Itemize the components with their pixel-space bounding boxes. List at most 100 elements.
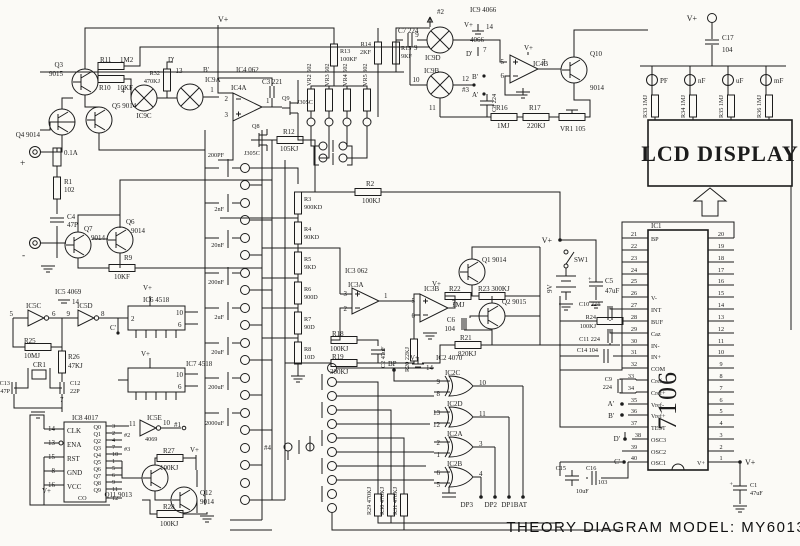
net-b-prime-1: B' [203, 66, 209, 74]
trimmer-vr3 [325, 88, 333, 112]
lcd-arrow-icon [692, 187, 728, 217]
q1-label: Q1 9014 [482, 256, 507, 264]
ic1-caz: Caz [651, 331, 661, 338]
trimmer-vr1 [558, 113, 586, 121]
q8-value: J305C [244, 150, 260, 157]
ic5c-pin6: 6 [52, 310, 56, 318]
ic2-header: IC2 4070 [436, 354, 463, 362]
r17-label: R17 [529, 104, 541, 112]
r12-value: 105KJ [280, 145, 299, 153]
ic1-pin14: 14 [718, 302, 724, 309]
ic8-q9: Q9 [93, 487, 101, 494]
net-c-prime-1: C' [110, 324, 116, 332]
r10-label: R10 [99, 84, 111, 92]
ic2d-label: IC2D [447, 400, 463, 408]
jack-pf: PF R33 1MJ [642, 66, 668, 120]
power-section: V+ SW1 9V C5 47uF + [542, 236, 620, 311]
c8-label: C8 224 [491, 94, 498, 112]
ic2a-in2: 2 [437, 439, 441, 447]
ic7-pin6: 6 [178, 383, 182, 391]
c6-label: C6 [447, 316, 456, 324]
lcd-title: LCD DISPLAY [641, 141, 799, 166]
capacitor-ic2-bypass [441, 492, 457, 498]
r7-value: 90D [304, 324, 315, 331]
opamp-ic3b [419, 293, 450, 323]
pin-4: 4 [121, 87, 125, 95]
ic1-pin12: 12 [718, 326, 724, 333]
ic1-pin6: 6 [719, 397, 722, 404]
ic5e-pin10: 10 [163, 419, 171, 427]
ic1-pin27: 27 [631, 302, 637, 309]
calibration-block: R13 100KF R14 2KF R15 9KF VR2 502 VR3 50… [40, 27, 430, 166]
ic1-pin30: 30 [631, 338, 637, 345]
c5-value: 47uF [605, 287, 620, 295]
ic9c-label: IC9C [136, 112, 152, 120]
ic1-int: INT [651, 307, 662, 314]
cap-20uf: 20uF [211, 349, 224, 356]
ic5d-label: IC5D [77, 302, 93, 310]
ic1-pin18: 18 [718, 255, 724, 262]
ic8-q1: Q1 [93, 431, 101, 438]
wires-input [41, 148, 272, 269]
ic3b-vplus: V+ [432, 280, 441, 288]
jack-nf: nF R34 1MJ [680, 66, 706, 120]
c17-value: 104 [722, 46, 733, 54]
cap-200nf: 200nF [208, 279, 224, 286]
ground-battery [558, 303, 574, 311]
opamp-ic4b [509, 54, 540, 84]
ic1-p1-vplus: V+ [697, 460, 705, 467]
ground-q12 [199, 515, 215, 523]
ic1-osc2: OSC2 [651, 449, 666, 456]
ic4-label: IC4 062 [236, 66, 259, 74]
c16-label: C16 [586, 465, 596, 472]
cap-200pf: 200PF [208, 152, 225, 159]
r27-vplus: V+ [190, 446, 199, 454]
ic3b-pin7: 7 [452, 299, 456, 307]
ic8-q8: Q8 [93, 480, 101, 487]
r4-value: 90KD [304, 234, 320, 241]
ic5e-label: IC5E [147, 414, 162, 422]
ic4b-pin7: 7 [542, 58, 546, 66]
ic9b-pin10: 10 [413, 76, 421, 84]
c9-label: C9 [605, 376, 612, 383]
r15-value: 9KF [401, 53, 413, 60]
r12-label: R12 [283, 128, 295, 136]
q3-value: 9015 [49, 70, 64, 78]
ic4b-vplus: V+ [524, 44, 533, 52]
ic1-pin16: 16 [718, 278, 724, 285]
q4-label: Q4 9014 [16, 131, 41, 139]
ic3-label: IC3 062 [345, 267, 368, 275]
ic1-pin20: 20 [718, 231, 724, 238]
q6-label: Q6 [126, 218, 135, 226]
resistor-r5 [294, 251, 302, 275]
wires-mid [285, 192, 620, 364]
unit-nf: nF [698, 77, 706, 85]
r20-label: R20 22KJ [404, 346, 411, 372]
ic5d-pin9: 9 [67, 310, 71, 318]
r27-value: 100KJ [160, 464, 179, 472]
ic8-q0: Q0 [93, 424, 101, 431]
ic8-gnd: GND [67, 469, 82, 477]
r36-label: R36 1MJ [756, 95, 763, 118]
ic1-pin24: 24 [631, 267, 637, 274]
ic1-pin32: 32 [631, 361, 637, 368]
terminal-minus [29, 237, 41, 249]
capacitor-c17 [704, 39, 720, 45]
minus-sign: - [22, 251, 25, 261]
ic1-cref-plus: Cref+ [651, 390, 666, 397]
r32-label: R32 [150, 70, 160, 77]
ic8-q7: Q7 [93, 473, 101, 480]
ic6-pin2: 2 [131, 315, 135, 323]
ic6-vplus: V+ [143, 284, 152, 292]
wires-dp [230, 367, 620, 531]
capacitor-c9 [617, 378, 623, 394]
c9-value: 224 [603, 384, 612, 391]
r13-value: 100KF [340, 56, 358, 63]
r17-value: 220KJ [527, 122, 546, 130]
ic7-vplus: V+ [141, 350, 150, 358]
resistor-r9 [108, 264, 136, 272]
r10-value: 10KF [117, 84, 133, 92]
transistor-q3 [71, 68, 99, 96]
net-b-prime-2: B' [472, 73, 478, 81]
